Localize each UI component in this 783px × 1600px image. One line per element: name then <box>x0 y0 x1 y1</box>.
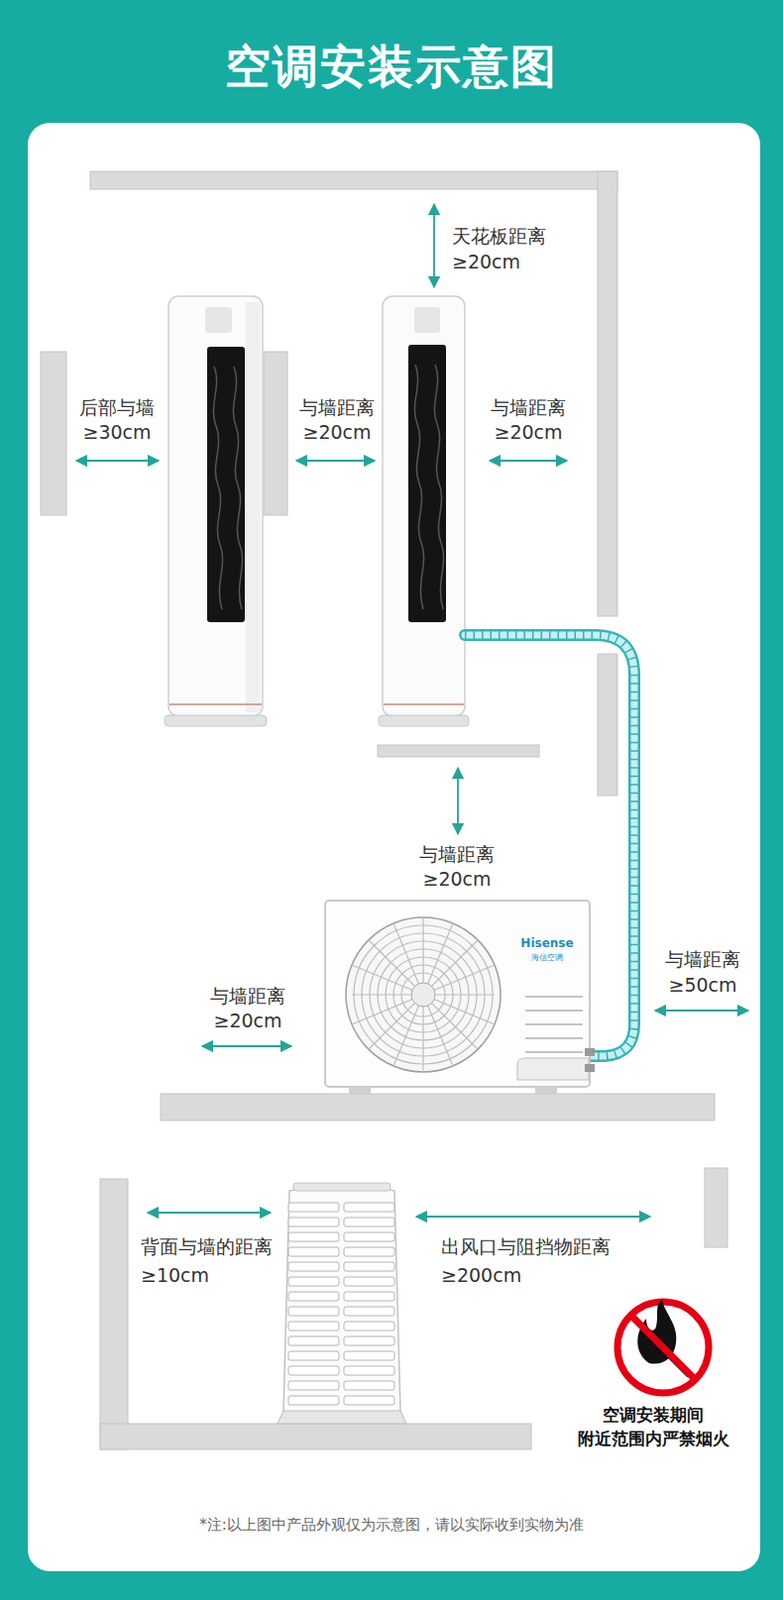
outdoor-unit-part-part <box>351 965 495 1025</box>
indoor-unit-part <box>169 703 262 706</box>
caption: *注:以上图中产品外观仅为示意图，请以实际收到实物为准 <box>199 1517 584 1535</box>
wall-part <box>90 171 618 190</box>
wall-part <box>597 171 618 617</box>
outdoor-unit-part-part <box>525 1051 583 1054</box>
outdoor-unit-part <box>535 1087 558 1095</box>
dimension-label: 与墙距离 <box>490 397 566 420</box>
wall-part <box>40 351 67 516</box>
wall-part <box>597 654 618 796</box>
indoor-unit-part <box>408 344 447 623</box>
title: 空调安装示意图 <box>224 40 559 94</box>
indoor-unit-part <box>205 307 232 334</box>
outdoor-unit-part <box>351 917 495 1073</box>
dimension-value: ≥20cm <box>451 251 521 274</box>
outdoor-unit-part-part <box>351 965 495 1025</box>
warning-text: 空调安装期间 <box>602 1406 704 1427</box>
dimension-label: 后部与墙 <box>79 397 155 420</box>
outdoor-unit-part <box>525 997 583 1053</box>
indoor-unit <box>164 296 267 727</box>
no-fire-sign-part <box>631 1316 695 1380</box>
panel <box>27 122 761 1572</box>
dimension-value: ≥30cm <box>82 422 151 445</box>
outdoor-unit-part <box>584 1048 595 1057</box>
wall-part <box>160 1094 715 1121</box>
indoor-unit-part <box>164 715 267 727</box>
outdoor-unit-part-part <box>368 940 478 1050</box>
outdoor-unit-part-part <box>525 1037 583 1040</box>
outdoor-unit-part <box>411 983 436 1007</box>
dimension-arrow-part <box>296 459 375 462</box>
wall-part <box>377 745 540 758</box>
dimension-label: 背面与墙的距离 <box>140 1236 273 1259</box>
dimension-value: ≥200cm <box>441 1265 522 1288</box>
outdoor-unit-part <box>517 1058 589 1081</box>
dimension-arrow-part <box>655 1009 749 1012</box>
indoor-unit-part <box>414 307 441 334</box>
outdoor-unit-part-part <box>525 1023 583 1026</box>
dimension-label: 天花板距离 <box>451 225 547 248</box>
indoor-unit-side <box>277 1183 407 1425</box>
dimension-arrow-part <box>456 768 459 835</box>
wall <box>40 171 728 1451</box>
dimension-arrow-part <box>76 459 159 462</box>
outdoor-unit-part <box>345 917 501 1073</box>
dimension-label: 与墙距离 <box>419 844 495 867</box>
wall-part <box>704 1168 728 1248</box>
outdoor-unit-part-part <box>525 1009 583 1012</box>
dimension-label: 与墙距离 <box>210 986 286 1008</box>
indoor-unit-part <box>245 302 261 713</box>
dimension-value: ≥20cm <box>493 422 562 445</box>
outdoor-unit-part <box>325 900 590 1088</box>
dimension-arrow-part <box>202 1045 292 1048</box>
dimension-value: ≥20cm <box>213 1010 282 1033</box>
indoor-unit-part <box>213 366 223 610</box>
dimension-arrow-part <box>147 1212 271 1215</box>
dimension-arrow-part <box>489 459 567 462</box>
outdoor-unit-part <box>348 1087 371 1095</box>
indoor-unit-part <box>232 366 242 610</box>
dimension-arrow <box>76 204 749 1218</box>
dimension-label: 出风口与阻挡物距离 <box>441 1236 611 1259</box>
dimension-label: 与墙距离 <box>665 949 741 972</box>
indoor-unit-part <box>378 715 469 727</box>
outdoor-unit <box>325 900 595 1095</box>
outdoor-unit-part-part <box>525 996 583 999</box>
dimension-value: ≥20cm <box>422 869 491 892</box>
indoor-unit-side-part <box>283 1185 401 1413</box>
brand-label: 海信空调 <box>531 953 563 963</box>
outdoor-unit-part <box>584 1064 595 1073</box>
dimension-label: 与墙距离 <box>299 397 375 420</box>
dimension-value: ≥50cm <box>668 975 737 998</box>
dimension-value: ≥10cm <box>140 1265 210 1288</box>
wall-part <box>100 1179 128 1451</box>
warning-text: 附近范围内严禁烟火 <box>577 1430 730 1451</box>
wall-part <box>263 351 288 516</box>
indoor-unit <box>378 296 469 727</box>
indoor-unit-part <box>414 364 424 610</box>
dimension-arrow-part <box>416 1216 651 1219</box>
brand-label: Hisense <box>520 937 573 952</box>
outdoor-unit-part-part <box>393 923 453 1067</box>
indoor-unit-part <box>168 296 263 717</box>
outdoor-unit-part-part <box>393 923 453 1067</box>
outdoor-unit-part-part <box>368 940 478 1050</box>
indoor-unit-side-part <box>277 1411 407 1425</box>
no-fire-sign <box>617 1299 709 1394</box>
wall-part <box>100 1424 532 1451</box>
indoor-unit-part <box>207 346 245 623</box>
indoor-unit-side-part <box>293 1183 391 1192</box>
indoor-unit-part <box>434 364 444 610</box>
indoor-unit-part <box>383 703 464 706</box>
dimension-arrow-part <box>433 204 436 288</box>
indoor-unit-part <box>382 296 465 717</box>
dimension-value: ≥20cm <box>302 422 371 445</box>
indoor-unit-side-part <box>287 1201 399 1410</box>
